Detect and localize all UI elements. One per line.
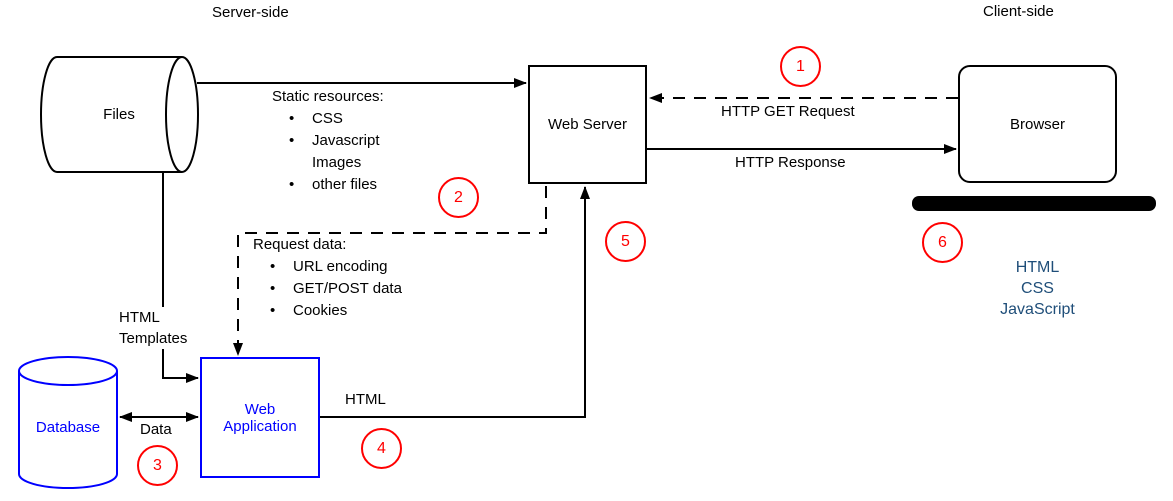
callout-2: 2 (438, 177, 479, 218)
edge-files-to-webapp-html-templates (162, 172, 199, 383)
web-server-label: Web Server (548, 116, 627, 133)
static-resources-item: other files (312, 176, 378, 193)
http-get-request-label: HTTP GET Request (721, 103, 855, 120)
bullet-icon: • (289, 110, 295, 127)
bullet-icon: • (289, 132, 295, 149)
browser-node: Browser (958, 65, 1117, 183)
list-item: • GET/POST data (253, 278, 402, 300)
http-response-label: HTTP Response (735, 154, 846, 171)
web-application-label: Web Application (223, 400, 297, 435)
callout-3: 3 (137, 445, 178, 486)
request-data-item: Cookies (293, 302, 348, 319)
static-resources-title: Static resources: (272, 88, 384, 105)
database-label: Database (35, 419, 101, 436)
web-application-node: Web Application (200, 357, 320, 478)
data-label: Data (140, 421, 172, 438)
request-data-item: GET/POST data (293, 280, 402, 297)
callout-4: 4 (361, 428, 402, 469)
request-data-item: URL encoding (293, 258, 388, 275)
html-templates-label: HTML Templates (119, 307, 191, 349)
callout-1: 1 (780, 46, 821, 87)
web-server-node: Web Server (528, 65, 647, 184)
request-data-title: Request data: (253, 236, 347, 253)
request-data-block: Request data: • URL encoding • GET/POST … (253, 234, 402, 322)
list-item: • URL encoding (253, 256, 402, 278)
database-cylinder (18, 356, 118, 489)
files-cylinder (40, 56, 199, 173)
server-side-label: Server-side (212, 4, 289, 21)
laptop-base-icon (912, 196, 1156, 211)
callout-5: 5 (605, 221, 646, 262)
client-side-label: Client-side (983, 3, 1054, 20)
list-item: • Javascript Images (272, 130, 384, 174)
static-resources-block: Static resources: • CSS • Javascript Ima… (272, 86, 384, 196)
bullet-icon: • (270, 280, 276, 297)
browser-label: Browser (1009, 115, 1065, 133)
list-item: • other files (272, 174, 384, 196)
list-item: • Cookies (253, 300, 402, 322)
static-resources-item: CSS (312, 110, 343, 127)
callout-6: 6 (922, 222, 963, 263)
bullet-icon: • (289, 176, 295, 193)
edge-webserver-to-webapp-request-data (233, 186, 547, 356)
static-resources-item: Javascript Images (312, 132, 380, 171)
files-label: Files (103, 106, 135, 123)
list-item: • CSS (272, 108, 384, 130)
bullet-icon: • (270, 258, 276, 275)
html-label: HTML (345, 391, 386, 408)
edge-webapp-to-webserver-html (320, 186, 590, 418)
client-tech-label: HTML CSS JavaScript (1000, 259, 1075, 318)
bullet-icon: • (270, 302, 276, 319)
